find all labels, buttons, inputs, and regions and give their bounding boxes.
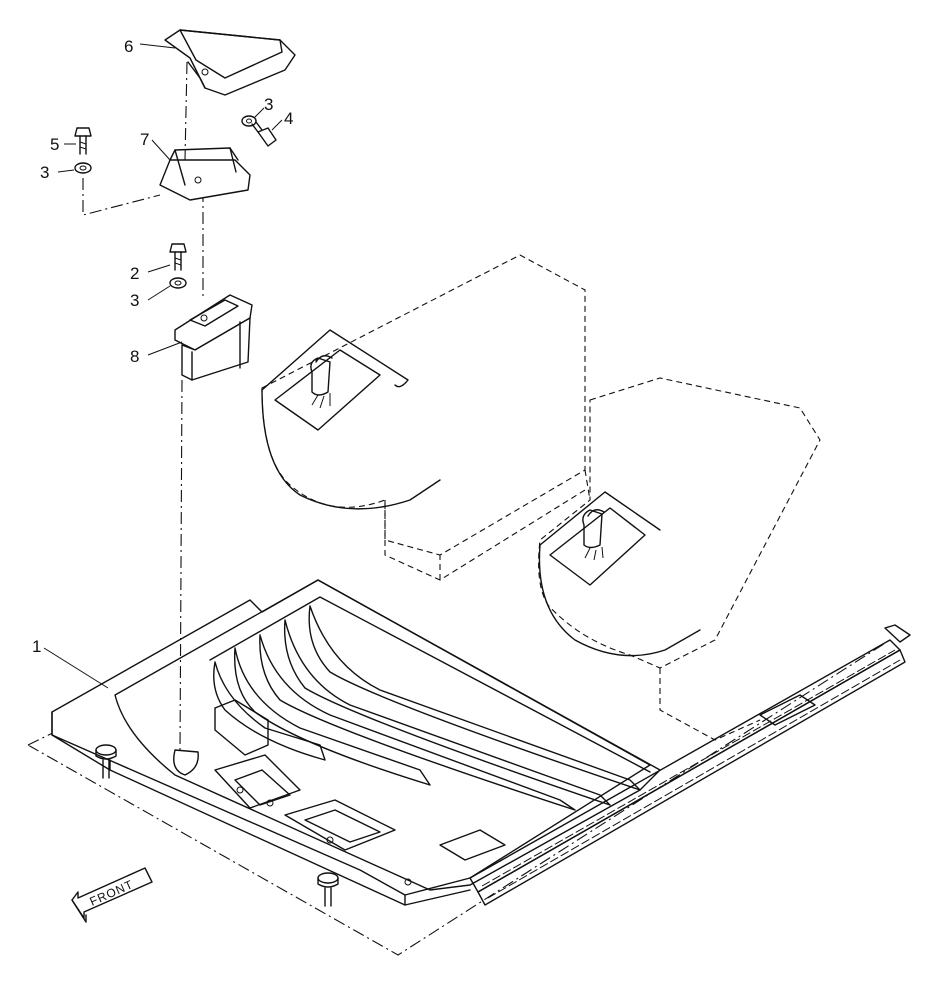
part-2-bolt [169, 243, 187, 271]
rear-seat-phantom [261, 254, 586, 581]
floor-bolt-left [95, 744, 117, 779]
part-7-bracket [159, 147, 251, 201]
floor-bolt-right [317, 872, 339, 907]
callout-5: 5 [50, 135, 59, 154]
callout-3-mid: 3 [130, 291, 139, 310]
callout-7: 7 [140, 130, 149, 149]
alignment-line-bolt5 [82, 178, 161, 216]
floor-plate [27, 579, 911, 956]
front-arrow: FRONT [71, 867, 153, 923]
callout-6: 6 [124, 37, 133, 56]
callout-3-upper: 3 [264, 95, 273, 114]
part-6-lever [164, 29, 296, 96]
part-5-bolt [74, 127, 92, 155]
front-label: FRONT [88, 877, 136, 909]
callout-1: 1 [32, 637, 41, 656]
part-3-washer-upper [241, 115, 257, 127]
part-3-washer-mid [169, 277, 187, 289]
part-4-bolt [251, 121, 277, 147]
callout-8: 8 [130, 347, 139, 366]
part-8-switch-box [174, 294, 253, 381]
part-3-washer-left [74, 162, 92, 174]
alignment-line-main [179, 379, 183, 753]
left-seat-cushion [261, 329, 441, 510]
right-seat-cushion [538, 491, 701, 657]
leader-lines [43, 43, 283, 689]
alignment-line-upper [184, 61, 188, 161]
callout-4: 4 [284, 109, 293, 128]
callout-3-left: 3 [40, 163, 49, 182]
front-seat-phantom [538, 377, 821, 741]
callout-2: 2 [130, 264, 139, 283]
